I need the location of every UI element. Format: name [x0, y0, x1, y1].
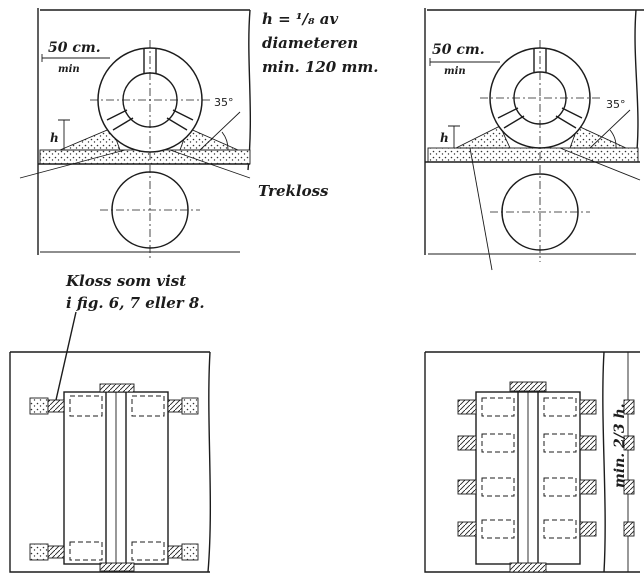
spoke-left-right: [497, 107, 525, 129]
dimension-line-left: [41, 54, 110, 62]
min-side-label: min. 2/3 h.: [612, 403, 628, 488]
centerlines-right-lower: [490, 165, 590, 262]
spoke-right: [166, 109, 194, 131]
spoke-top: [143, 48, 157, 73]
height-rule-line2: diameteren: [262, 34, 358, 52]
note-leader-line: [55, 311, 77, 401]
wedge-r1r: [579, 399, 597, 415]
dimension-label-left: 50 cm.: [48, 40, 101, 56]
wedge-bl: [47, 545, 65, 559]
wedge-r2r: [579, 435, 597, 451]
centerlines-top-wheel: [90, 40, 210, 160]
bottom-block-left: [99, 562, 135, 572]
angle-line-left: [199, 111, 241, 151]
angle-label-right: 35°: [606, 98, 626, 111]
brace-line-left: [19, 149, 126, 179]
break-line: [247, 9, 252, 171]
chock-bl: [29, 543, 49, 561]
brace-line-right: [169, 149, 251, 179]
bottom-block-right: [509, 562, 547, 573]
spoke-left: [106, 109, 134, 131]
rail-block-3: [623, 479, 635, 495]
dashed-block-tl: [69, 395, 103, 417]
top-block-left: [99, 383, 135, 393]
wagon-floor-right: [427, 147, 639, 163]
height-marker-left: [58, 119, 70, 150]
spoke-top-right: [533, 48, 547, 72]
plan-frame-left: [9, 352, 210, 573]
side-view-left: 50 cm. min h 35°: [19, 8, 252, 260]
dashed-block-r2r: [543, 433, 577, 453]
wedge-tr: [167, 399, 183, 413]
chock-br: [181, 543, 199, 561]
rail-block-1: [623, 399, 635, 415]
wedge-r3r: [579, 479, 597, 495]
dimension-min-right: min: [444, 66, 466, 77]
wedge-block-right-l: [455, 125, 511, 149]
wedge-br: [167, 545, 183, 559]
wedge-r3l: [457, 479, 477, 495]
centerlines-lower-wheel: [100, 165, 200, 260]
wedge-r4l: [457, 521, 477, 537]
dashed-block-r4r: [543, 519, 577, 539]
dashed-block-r2l: [481, 433, 515, 453]
height-label-left: h: [50, 131, 59, 145]
dimension-label-right: 50 cm.: [432, 42, 485, 58]
dashed-block-r3r: [543, 477, 577, 497]
dashed-block-r1l: [481, 397, 515, 417]
plan-view-right: min. 2/3 h.: [424, 351, 640, 573]
wedge-tl: [47, 399, 65, 413]
dimension-min-left: min: [58, 64, 80, 75]
wedge-r1l: [457, 399, 477, 415]
brace-line-right-a: [469, 147, 493, 271]
dashed-block-r3l: [481, 477, 515, 497]
brace-line-right-b: [559, 147, 641, 181]
block-note-line2: i fig. 6, 7 eller 8.: [66, 294, 205, 312]
angle-arc-right: [609, 129, 617, 149]
spoke-right-right: [555, 107, 583, 129]
block-note-line1: Kloss som vist: [65, 272, 186, 290]
height-rule-line3: min. 120 mm.: [262, 58, 378, 76]
height-marker-right: [448, 125, 460, 148]
rail-block-2: [623, 435, 635, 451]
wedge-r4r: [579, 521, 597, 537]
dashed-block-bl: [69, 541, 103, 561]
wedge-r2l: [457, 435, 477, 451]
chock-tl: [29, 397, 49, 415]
dimension-line-right: [429, 58, 500, 66]
top-block-right: [509, 381, 547, 392]
height-rule-line1: h = ¹/₈ av: [262, 10, 338, 28]
dashed-block-r4l: [481, 519, 515, 539]
plan-break-left: [207, 351, 212, 573]
wood-block-label: Trekloss: [258, 182, 329, 200]
dashed-block-br: [131, 541, 165, 561]
angle-arc-left: [221, 131, 229, 151]
break-line-right: [634, 9, 639, 161]
angle-label-left: 35°: [214, 96, 234, 109]
dashed-block-tr: [131, 395, 165, 417]
height-label-right: h: [440, 131, 449, 145]
dashed-block-r1r: [543, 397, 577, 417]
centerlines-right-top: [480, 40, 600, 160]
angle-line-right: [589, 109, 631, 149]
side-view-right: 50 cm. min h 35°: [424, 8, 644, 271]
plan-view-left: [9, 351, 212, 573]
plan-break-right: [602, 351, 606, 573]
plan-frame-right: [424, 352, 640, 573]
chock-tr: [181, 397, 199, 415]
rail-block-4: [623, 521, 635, 537]
